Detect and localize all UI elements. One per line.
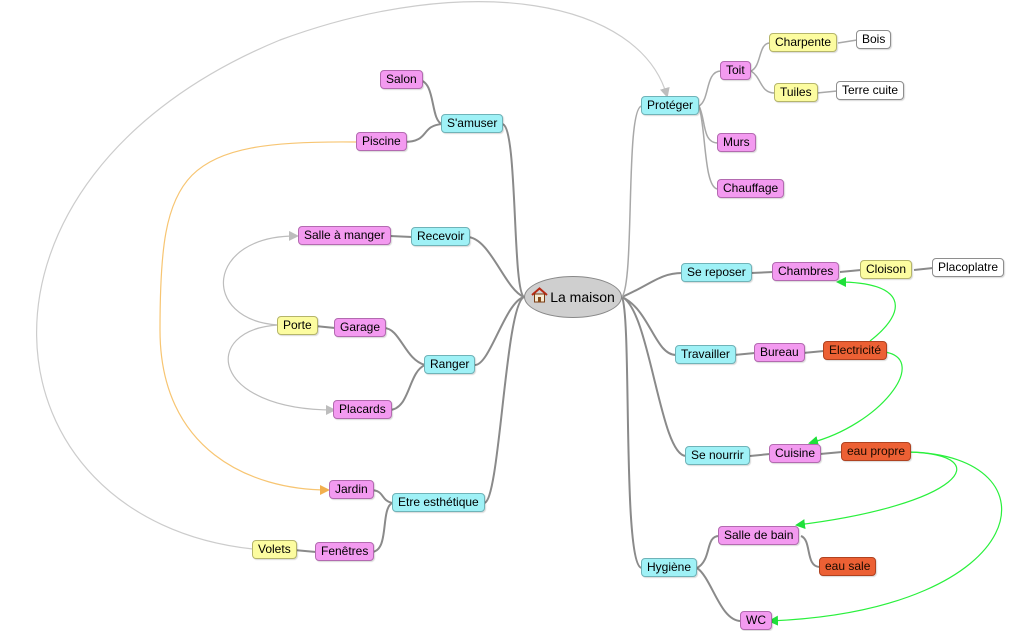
node-eau-sale[interactable]: eau sale: [819, 557, 877, 576]
link-electricite-cuisine: [808, 351, 903, 446]
branch-garage-porte: [314, 325, 336, 329]
branch-fenetres-volets: [293, 549, 317, 553]
node-volets[interactable]: Volets: [252, 540, 297, 559]
node-samuser[interactable]: S'amuser: [441, 114, 504, 133]
branch-root-se-nourrir: [621, 296, 687, 457]
branch-hygiene-salle-de-bain: [696, 535, 720, 569]
branch-chambres-cloison: [839, 269, 862, 273]
node-placoplatre[interactable]: Placoplatre: [932, 258, 1005, 277]
node-toit[interactable]: Toit: [720, 61, 751, 80]
node-eau-propre[interactable]: eau propre: [841, 442, 912, 461]
root-label: La maison: [550, 289, 615, 305]
node-fenetres[interactable]: Fenêtres: [315, 542, 375, 561]
branch-root-samuser: [501, 123, 525, 298]
node-proteger[interactable]: Protéger: [641, 96, 700, 115]
node-recevoir[interactable]: Recevoir: [411, 227, 471, 246]
branch-root-recevoir: [466, 236, 525, 298]
node-hygiene[interactable]: Hygiène: [641, 558, 698, 577]
node-ranger[interactable]: Ranger: [424, 355, 476, 374]
branch-recevoir-salle: [389, 235, 413, 238]
node-etre-esthetique[interactable]: Etre esthétique: [392, 493, 485, 512]
branch-ranger-placards: [388, 364, 426, 411]
light-branches: [621, 39, 858, 298]
node-chambres[interactable]: Chambres: [772, 262, 840, 281]
node-murs[interactable]: Murs: [717, 133, 756, 152]
branch-root-hygiene: [621, 296, 643, 569]
node-electricite[interactable]: Electricité: [823, 341, 888, 360]
branch-salle-de-bain-eau-sale: [800, 535, 821, 568]
link-electricite-chambres: [836, 277, 896, 342]
branch-etre-fenetres: [370, 502, 393, 553]
node-salle-a-manger[interactable]: Salle à manger: [298, 226, 391, 245]
branch-proteger-chauffage: [698, 105, 719, 190]
node-se-reposer[interactable]: Se reposer: [681, 263, 752, 282]
link-porte-salle: [223, 230, 299, 326]
branch-ranger-garage: [383, 327, 426, 366]
link-porte-placards: [227, 324, 336, 415]
branch-bureau-electricite: [802, 350, 825, 354]
node-bois[interactable]: Bois: [856, 30, 892, 49]
node-placards[interactable]: Placards: [333, 400, 392, 419]
branch-root-proteger: [621, 105, 643, 298]
branch-samuser-piscine: [403, 123, 443, 143]
node-salle-de-bain[interactable]: Salle de bain: [718, 526, 800, 545]
link-piscine-jardin: [159, 141, 357, 495]
node-travailler[interactable]: Travailler: [675, 345, 736, 364]
branch-hygiene-wc: [696, 567, 742, 622]
branch-cuisine-eau-propre: [819, 451, 843, 455]
tree-branches: [293, 79, 934, 622]
branch-root-ranger: [474, 296, 525, 366]
node-charpente[interactable]: Charpente: [769, 33, 838, 52]
node-porte[interactable]: Porte: [277, 316, 318, 335]
node-tuiles[interactable]: Tuiles: [774, 83, 818, 102]
node-se-nourrir[interactable]: Se nourrir: [685, 446, 750, 465]
branch-charpente-bois: [837, 39, 858, 44]
node-cuisine[interactable]: Cuisine: [769, 444, 822, 463]
node-chauffage[interactable]: Chauffage: [717, 179, 785, 198]
branch-toit-charpente: [750, 42, 771, 72]
node-terre-cuite[interactable]: Terre cuite: [836, 81, 905, 100]
house-icon: [531, 278, 548, 318]
branch-se-reposer-chambres: [750, 271, 774, 274]
branch-tuiles-terre-cuite: [816, 90, 838, 94]
node-piscine[interactable]: Piscine: [356, 132, 407, 151]
branch-travailler-bureau: [733, 352, 756, 356]
branch-root-etre-esthetique: [483, 296, 525, 504]
branch-root-se-reposer: [621, 272, 683, 298]
node-wc[interactable]: WC: [740, 611, 772, 630]
node-jardin[interactable]: Jardin: [329, 480, 374, 499]
link-eau-propre-wc: [768, 451, 1003, 626]
branch-se-nourrir-cuisine: [749, 453, 771, 457]
root-node[interactable]: La maison: [524, 276, 622, 318]
branch-root-travailler: [621, 296, 677, 356]
node-garage[interactable]: Garage: [334, 318, 387, 337]
link-volets-proteger: [36, 1, 670, 550]
branch-cloison-placoplatre: [913, 267, 934, 271]
node-cloison[interactable]: Cloison: [860, 260, 913, 279]
node-salon[interactable]: Salon: [380, 70, 423, 89]
link-eau-propre-salle-de-bain: [795, 451, 958, 529]
branch-proteger-toit: [698, 70, 722, 107]
branch-toit-tuiles: [750, 70, 776, 94]
node-bureau[interactable]: Bureau: [754, 343, 805, 362]
